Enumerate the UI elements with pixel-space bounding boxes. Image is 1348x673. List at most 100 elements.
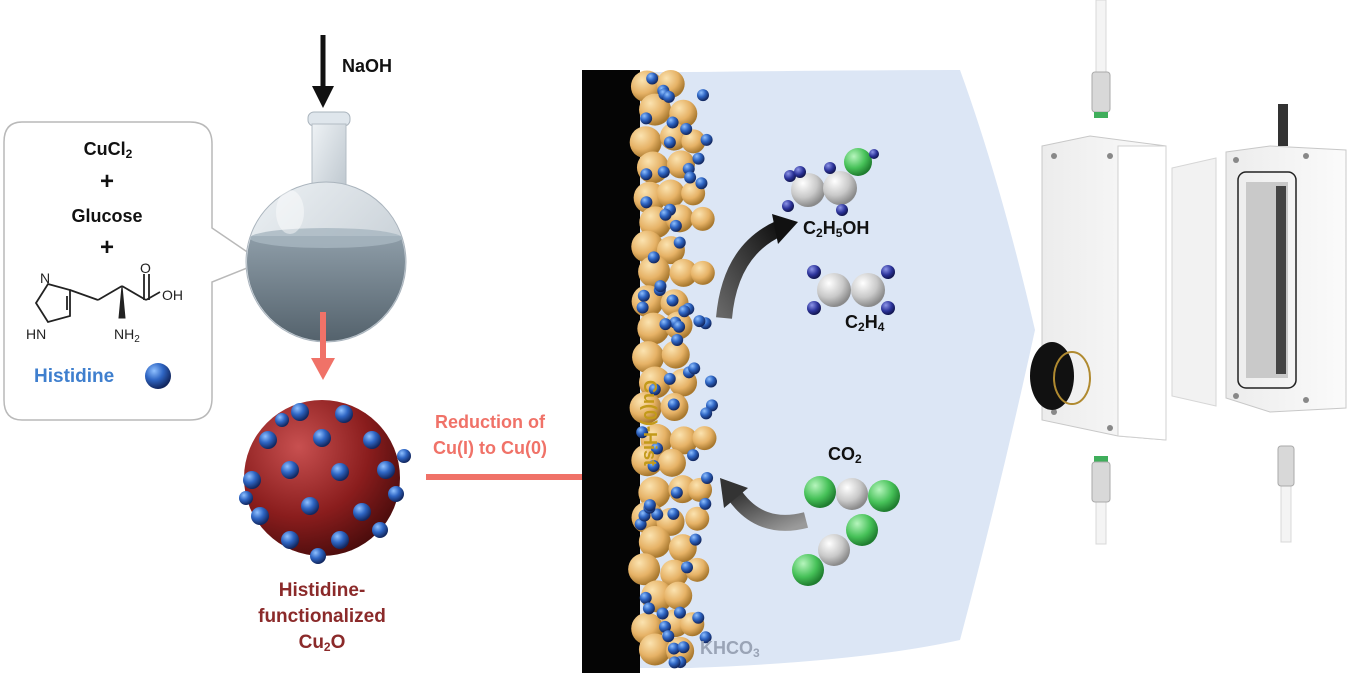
histidine-dot [693,315,706,328]
ethylene-molecule-icon [807,265,895,315]
struct-nh2-label: NH2 [114,326,140,345]
particle-label-line3: Cu2O [232,632,412,654]
reagent-callout-bubble [3,121,264,421]
cucl2-subscript: 2 [125,147,133,161]
histidine-dot [677,641,690,654]
cucl2-text: CuCl [83,139,126,159]
cu-sphere [690,206,715,231]
cu-sphere [656,179,685,208]
cu-sphere [688,477,713,502]
reduction-label-line2: Cu(I) to Cu(0) [433,438,547,458]
histidine-dot [659,318,672,331]
ethanol-oh-text: OH [842,218,870,238]
cu-hist-surface [628,69,718,669]
cu2o-particle-icon [239,400,411,564]
histidine-dot [651,442,664,455]
plus-sign-2: + [99,234,114,261]
flow-cell-icon [1030,0,1347,545]
ethylene-h-text: H [864,312,878,332]
cu-sphere [669,258,698,287]
histidine-dot [662,630,675,643]
naoh-label: NaOH [342,56,393,76]
histidine-dot [639,591,652,604]
struct-oh-text: OH [162,287,183,303]
co2-subscript: 2 [855,452,862,466]
histidine-dot [656,607,669,620]
cu-sphere [638,366,671,399]
electrolyte-label: KHCO3 [700,638,760,660]
cu-sphere [638,633,671,666]
histidine-dot [687,449,700,462]
electrolyte-subscript: 3 [753,646,760,660]
histidine-dot [700,133,713,146]
histidine-dot [659,208,672,221]
histidine-dot [705,375,718,388]
cu-sphere [638,255,671,288]
struct-n-label: N [40,270,51,286]
electrode-substrate [582,70,640,673]
particle-label-line2: functionalized [258,606,386,627]
histidine-dot [669,219,682,232]
histidine-dot [688,362,701,375]
co2-arrow-in [727,489,809,531]
histidine-dot [640,168,653,181]
struct-o-text: O [140,260,151,276]
histidine-dot [701,471,714,484]
flask-icon [245,111,407,343]
histidine-dot [692,152,705,165]
histidine-ball-icon [145,363,171,389]
histidine-dot [680,122,693,135]
particle-label-line1: Histidine- [278,580,366,601]
glucose-label: Glucose [71,206,143,226]
co2-label: CO2 [828,444,862,466]
histidine-dot [662,90,675,103]
electrolyte-text: KHCO [700,638,753,658]
ethanol-h-text: H [822,218,836,238]
histidine-dot [654,280,667,293]
struct-nh2-text: NH [114,326,135,342]
histidine-dot [651,508,664,521]
histidine-dot [640,196,653,209]
particle-cu-subscript: 2 [323,640,331,654]
histidine-dot [668,656,681,669]
histidine-dot [699,631,712,644]
ethanol-label: C2H5OH [803,218,869,240]
histidine-dot [667,398,680,411]
histidine-dot [670,486,683,499]
ethanol-h-subscript: 5 [835,226,843,240]
histidine-dot [700,407,713,420]
histidine-dot [696,89,709,102]
cu-sphere [690,260,715,285]
histidine-dot [695,177,708,190]
ethylene-c-text: C [845,312,858,332]
particle-o-text: O [330,632,346,653]
histidine-dot [671,333,684,346]
cu-sphere [657,448,686,477]
histidine-dot [666,116,679,129]
struct-hn-label: HN [26,326,47,342]
surface-label: Cu(0)-Hist [640,380,660,466]
histidine-dot [699,497,712,510]
cu-sphere [629,391,662,424]
histidine-dot [673,236,686,249]
ethylene-h-subscript: 4 [877,320,885,334]
ethanol-molecule-icon [782,148,879,216]
histidine-dot [647,251,660,264]
cucl2-label: CuCl2 [60,139,156,161]
histidine-dot [636,301,649,314]
histidine-dot [681,561,694,574]
histidine-dot [647,459,660,472]
ethylene-label: C2H4 [845,312,884,334]
plus-sign-1: + [99,168,114,195]
cu-sphere [628,553,661,586]
reduction-label-line1: Reduction of [435,412,545,432]
cu-sphere [685,506,710,531]
histidine-dot [640,112,653,125]
histidine-dot [678,305,691,318]
histidine-dot [673,320,686,333]
histidine-dot [637,289,650,302]
cu-sphere [661,340,690,369]
histidine-dot [667,642,680,655]
cu-sphere [669,426,698,455]
histidine-dot [666,294,679,307]
